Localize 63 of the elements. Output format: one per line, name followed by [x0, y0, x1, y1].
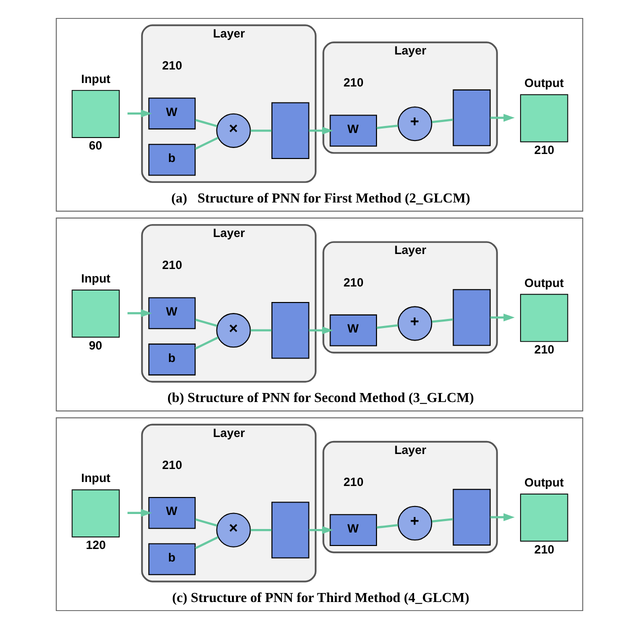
- node-box: [452, 488, 490, 546]
- arrow: [490, 314, 514, 322]
- connector: [250, 528, 272, 532]
- node-box: b: [148, 543, 196, 576]
- node-box: W: [148, 98, 196, 130]
- arrow: [490, 114, 514, 122]
- node-label: Output: [524, 476, 564, 490]
- connector: [376, 124, 398, 130]
- node-circle: +: [397, 506, 432, 541]
- connector: [194, 136, 218, 150]
- node-box: W: [329, 514, 376, 546]
- node-box: [452, 289, 490, 346]
- node-box: b: [148, 344, 196, 376]
- node-label: 210: [162, 258, 182, 272]
- node-label: Input: [80, 471, 110, 486]
- connector: [376, 324, 398, 329]
- connector: [194, 518, 217, 527]
- node-box: [270, 302, 309, 359]
- node-box: W: [148, 496, 196, 529]
- node-circle: +: [397, 106, 432, 142]
- node-box: b: [148, 144, 196, 176]
- node-box: W: [148, 297, 196, 330]
- node-circle: ×: [216, 512, 250, 548]
- node-label: 60: [88, 138, 102, 153]
- connector: [194, 536, 218, 550]
- node-label: 120: [85, 538, 106, 552]
- connector: [250, 130, 272, 132]
- node-label: Output: [524, 76, 564, 90]
- connector: [250, 329, 272, 332]
- node-label: Input: [80, 72, 110, 86]
- arrow: [308, 126, 333, 135]
- node-label: Input: [80, 272, 110, 286]
- node-label: 210: [162, 458, 182, 472]
- arrow: [127, 509, 152, 517]
- connector: [431, 318, 453, 323]
- connector: [376, 524, 398, 529]
- arrow: [308, 526, 333, 534]
- node-circle: +: [397, 306, 432, 341]
- node-label: 210: [534, 542, 554, 556]
- node-label: Output: [524, 276, 564, 290]
- connector: [194, 336, 218, 350]
- arrow: [308, 326, 333, 334]
- node-circle: ×: [216, 113, 250, 148]
- node-label: 210: [343, 275, 363, 290]
- node-label: 210: [162, 58, 182, 73]
- node-label: 210: [343, 76, 363, 90]
- arrow: [490, 513, 514, 522]
- connector: [194, 118, 217, 128]
- connector: [431, 118, 453, 124]
- arrow: [127, 110, 152, 118]
- node-box: W: [329, 114, 376, 147]
- node-label: 210: [534, 342, 554, 357]
- node-box: [270, 102, 309, 160]
- node-box: [270, 502, 309, 558]
- connector: [194, 318, 217, 327]
- node-box: [452, 89, 490, 146]
- node-label: 210: [534, 142, 554, 157]
- arrow: [127, 309, 152, 318]
- node-circle: ×: [216, 313, 250, 348]
- node-box: W: [329, 314, 376, 346]
- node-label: 90: [88, 338, 102, 352]
- node-label: 210: [343, 475, 363, 490]
- connector: [431, 518, 453, 522]
